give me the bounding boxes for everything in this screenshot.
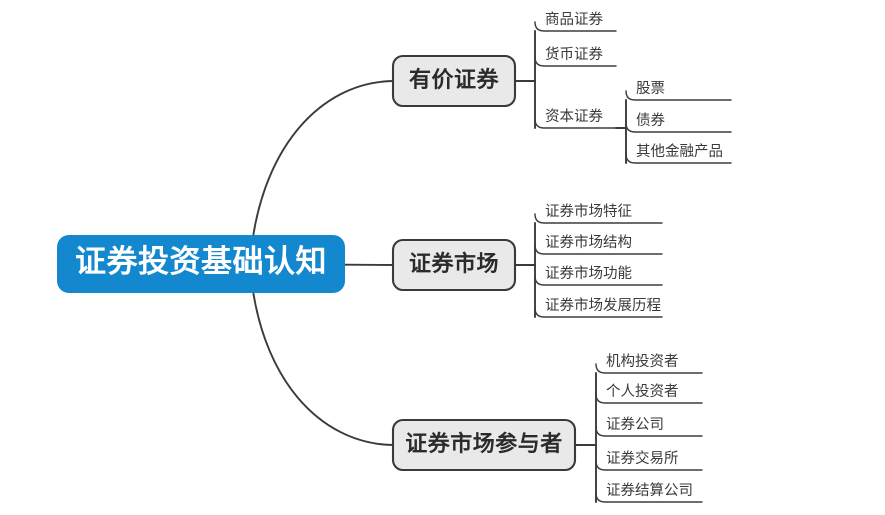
leaf-institutional-investors[interactable]: 机构投资者 [606,353,679,370]
branch-marketable-securities-elbow-1 [534,56,617,67]
branch-securities-market-elbow-2 [534,275,663,286]
branch-securities-market-box[interactable] [391,238,517,292]
leaf-market-characteristics[interactable]: 证券市场特征 [545,203,632,220]
leaf-individual-investors[interactable]: 个人投资者 [606,383,679,400]
leaf-clearing-company[interactable]: 证券结算公司 [606,482,693,499]
leaf-capital-securities-elbow-0 [625,90,732,101]
leaf-capital-securities-elbow-2 [625,153,732,164]
root-node-box[interactable] [57,235,345,293]
leaf-commodity-securities[interactable]: 商品证券 [545,11,603,28]
leaf-capital-securities-elbow-1 [625,122,732,133]
root-to-market-participants [249,263,394,446]
leaf-other-financial-products[interactable]: 其他金融产品 [636,143,723,160]
branch-market-participants-box[interactable] [391,418,577,472]
root-to-marketable-securities [249,80,394,265]
branch-marketable-securities-label[interactable]: 有价证券 [409,67,500,92]
leaf-stock-exchange[interactable]: 证券交易所 [606,449,679,467]
branch-market-participants-elbow-2 [595,426,703,437]
branch-market-participants-elbow-4 [595,492,703,503]
branch-market-participants-label[interactable]: 证券市场参与者 [405,431,563,456]
branch-securities-market-elbow-1 [534,244,663,255]
branch-securities-market-elbow-0 [534,213,663,224]
leaf-bonds[interactable]: 债券 [636,112,665,129]
leaf-market-history[interactable]: 证券市场发展历程 [545,297,661,314]
branch-marketable-securities-elbow-2 [534,118,617,129]
node-group: 证券投资基础认知有价证券商品证券货币证券资本证券股票债券其他金融产品证券市场证券… [57,11,723,499]
leaf-market-structure[interactable]: 证券市场结构 [545,234,632,251]
branch-connector-group [514,21,732,503]
leaf-securities-company[interactable]: 证券公司 [606,416,664,433]
branch-marketable-securities-box[interactable] [391,54,517,108]
branch-market-participants-elbow-0 [595,363,703,374]
branch-market-participants-elbow-3 [595,460,703,471]
leaf-capital-securities[interactable]: 资本证券 [545,108,603,125]
root-node-label[interactable]: 证券投资基础认知 [75,244,327,279]
leaf-monetary-securities[interactable]: 货币证券 [545,46,603,63]
branch-securities-market-elbow-3 [534,307,663,318]
branch-marketable-securities-elbow-0 [534,21,617,32]
branch-market-participants-elbow-1 [595,393,703,404]
leaf-market-function[interactable]: 证券市场功能 [545,265,632,282]
branch-securities-market-label[interactable]: 证券市场 [409,251,499,276]
leaf-stocks[interactable]: 股票 [636,81,665,97]
